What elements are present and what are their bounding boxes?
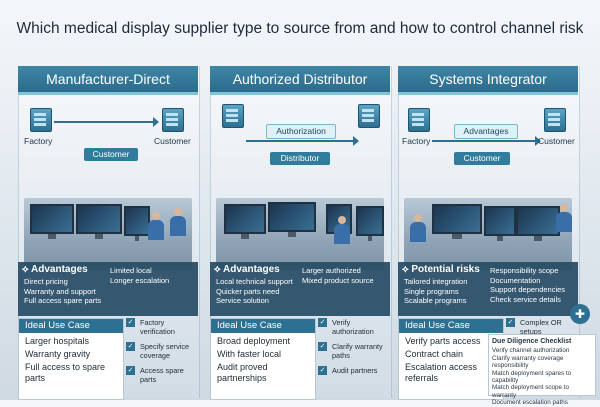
risk-item: Support dependencies [490, 285, 566, 294]
use-case-item: Larger hospitals [25, 336, 90, 346]
column-header: Manufacturer-Direct [18, 66, 198, 95]
advantages-panel: ⟡ Advantages Local technical support Qui… [210, 262, 390, 316]
advantage-item: Quicker parts need [216, 286, 280, 296]
side-checklist: ✓Factory verification ✓Specify service c… [126, 318, 190, 384]
due-diligence-checklist: Due Diligence Checklist Verify channel a… [488, 334, 596, 406]
side-checklist: ✓Verify authorization ✓Clarify warranty … [318, 318, 383, 375]
side-checklist: ✓Complex OR setups [506, 318, 562, 336]
flow-top-label: Authorization [266, 124, 336, 139]
risks-title: ⟡ Potential risks [402, 264, 480, 275]
customer-icon [162, 108, 184, 132]
use-case-item: Escalation access referrals [405, 362, 478, 383]
column-manufacturer-direct: Manufacturer-Direct Factory Customer Cus… [18, 66, 200, 400]
use-case-item: Audit proved partnerships [217, 362, 268, 383]
check-icon: ✓ [126, 318, 135, 327]
flow-arrow [246, 136, 359, 146]
use-case-title: Ideal Use Case [399, 319, 503, 333]
customer-icon [544, 108, 566, 132]
monitor [124, 206, 150, 241]
advantage-item: Local technical support [216, 277, 293, 286]
risks-panel: ⟡ Potential risks Tailored integration S… [398, 262, 578, 316]
flow-mid-label: Customer [84, 148, 138, 161]
monitor [484, 206, 516, 241]
use-case-title: Ideal Use Case [19, 319, 123, 333]
flow-arrow [432, 136, 541, 146]
use-case-item: Verify parts access [405, 336, 481, 346]
use-case-item: Contract chain [405, 349, 464, 359]
checklist-item: Clarify warranty coverage responsibility [492, 354, 564, 370]
use-case-box: Ideal Use Case Verify parts access Contr… [398, 318, 504, 400]
customer-icon [358, 104, 380, 128]
use-case-item: Broad deployment [217, 336, 291, 346]
workstation-scene [24, 198, 192, 270]
advantage-item: Longer escalation [110, 275, 170, 285]
flow-arrow [54, 117, 159, 127]
check-icon: ✓ [318, 318, 327, 327]
use-case-box: Ideal Use Case Larger hospitals Warranty… [18, 318, 124, 400]
advantage-item: Limited local [110, 266, 152, 275]
advantage-item: Direct pricing [24, 277, 68, 286]
workstation-scene [216, 198, 384, 270]
flow-left-label: Factory [24, 136, 53, 146]
risk-item: Single programs [404, 286, 459, 296]
checklist-item: Document escalation paths [492, 399, 568, 407]
monitor [76, 204, 122, 239]
column-header: Authorized Distributor [210, 66, 390, 95]
risk-item: Scalable programs [404, 296, 467, 305]
checklist-item: Match deployment spares to capability [492, 369, 572, 385]
advantages-title: ⟡ Advantages [214, 264, 280, 275]
use-case-item: With faster local [217, 349, 282, 359]
checklist-title: Due Diligence Checklist [492, 338, 572, 345]
advantage-item: Service solution [216, 296, 269, 305]
monitor [268, 202, 316, 237]
risk-item: Check service details [490, 294, 561, 304]
flow-right-label: Customer [154, 136, 191, 146]
gear-icon: ✚ [570, 304, 590, 324]
use-case-item: Warranty gravity [25, 349, 91, 359]
monitor [516, 206, 560, 241]
person [410, 214, 426, 242]
monitor [356, 206, 384, 241]
person [334, 216, 350, 244]
factory-icon [30, 108, 52, 132]
factory-icon [222, 104, 244, 128]
flow-top-label: Advantages [454, 124, 518, 139]
person [170, 208, 186, 236]
flow-right-label: Customer [538, 136, 575, 146]
workstation-scene [404, 198, 572, 270]
checklist-item: Match deployment scope to warranty [492, 384, 570, 399]
check-icon: ✓ [318, 366, 327, 375]
factory-icon [408, 108, 430, 132]
advantages-title: ⟡ Advantages [22, 264, 88, 275]
advantage-item: Larger authorized [302, 266, 361, 275]
flow-mid-label: Distributor [270, 152, 330, 165]
advantage-item: Mixed product source [302, 275, 374, 285]
advantage-item: Full access spare parts [24, 296, 102, 305]
risk-item: Responsibility scope [490, 266, 559, 275]
person [556, 204, 572, 232]
risk-item: Tailored integration [404, 277, 468, 286]
risk-item: Documentation [490, 275, 541, 285]
monitor [30, 204, 74, 239]
use-case-title: Ideal Use Case [211, 319, 315, 333]
monitor [224, 204, 266, 239]
use-case-box: Ideal Use Case Broad deployment With fas… [210, 318, 316, 400]
person [148, 212, 164, 240]
checklist-item: Verify channel authorization [492, 347, 570, 355]
check-icon: ✓ [506, 318, 515, 327]
monitor [432, 204, 482, 239]
column-header: Systems Integrator [398, 66, 578, 95]
column-authorized-distributor: Authorized Distributor Authorization Dis… [210, 66, 392, 400]
advantage-item: Warranty and support [24, 286, 96, 296]
flow-mid-label: Customer [454, 152, 510, 165]
flow-left-label: Factory [402, 136, 431, 146]
page-title: Which medical display supplier type to s… [16, 20, 584, 37]
advantages-panel: ⟡ Advantages Direct pricing Warranty and… [18, 262, 198, 316]
check-icon: ✓ [126, 342, 135, 351]
check-icon: ✓ [126, 366, 135, 375]
use-case-item: Full access to spare parts [25, 362, 106, 383]
check-icon: ✓ [318, 342, 327, 351]
